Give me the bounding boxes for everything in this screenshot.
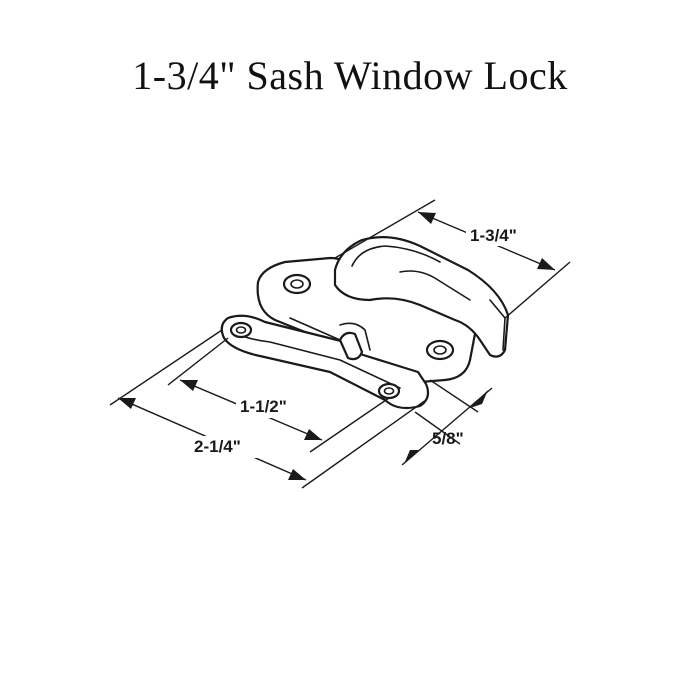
screw-hole-icon	[229, 321, 253, 339]
screw-hole-icon	[377, 382, 401, 400]
dimension-width-top: 1-3/4"	[334, 199, 571, 319]
dimension-keeper-length: 2-1/4"	[109, 329, 427, 489]
dimension-label-keeper-holes: 1-1/2"	[240, 397, 287, 416]
keeper-plate	[220, 314, 430, 410]
dimension-height: 5/8"	[401, 379, 493, 466]
screw-hole-icon	[282, 273, 312, 295]
dimension-label-keeper-length: 2-1/4"	[194, 437, 241, 456]
screw-hole-icon	[425, 339, 455, 361]
dimension-label-width-top: 1-3/4"	[470, 226, 517, 245]
product-title: 1-3/4" Sash Window Lock	[132, 53, 568, 98]
dimension-keeper-holes: 1-1/2"	[167, 337, 390, 453]
dimension-label-height: 5/8"	[432, 429, 464, 448]
